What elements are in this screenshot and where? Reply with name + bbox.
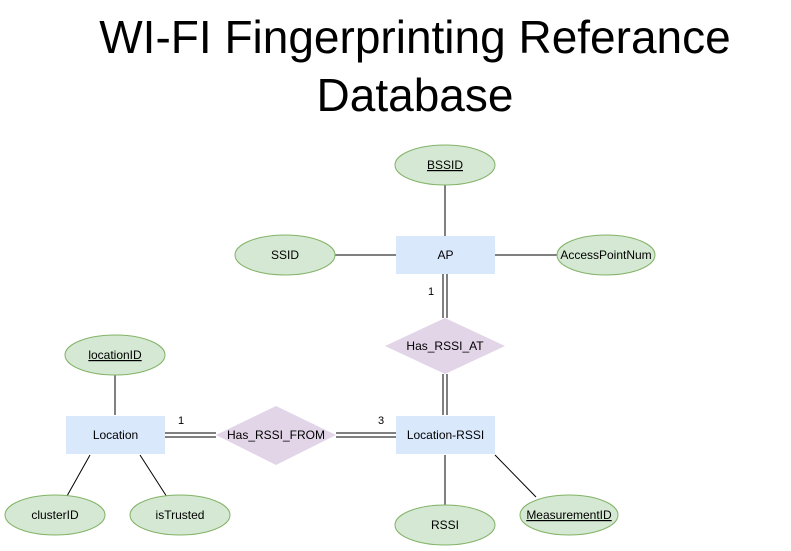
cardinality-location-rssi: 3 (378, 415, 384, 427)
attribute-clusterid-label: clusterID (31, 508, 79, 522)
attribute-clusterid[interactable]: clusterID (4, 494, 106, 536)
attribute-locationid-label: locationID (88, 348, 142, 362)
entity-location-rssi[interactable]: Location-RSSI (396, 416, 495, 454)
istrusted-connector (139, 454, 168, 498)
attribute-accesspointnum[interactable]: AccessPointNum (556, 234, 656, 276)
relationship-has-rssi-at-label: Has_RSSI_AT (406, 339, 484, 353)
attribute-accesspointnum-label: AccessPointNum (560, 248, 651, 262)
cardinality-location: 1 (178, 415, 184, 427)
attribute-measurementid[interactable]: MeasurementID (519, 494, 619, 536)
entity-location-rssi-label: Location-RSSI (407, 428, 484, 442)
relationship-has-rssi-from-diamond (216, 406, 336, 465)
entity-location-rssi-box (396, 416, 495, 454)
attribute-measurementid-ellipse (519, 494, 619, 536)
attribute-clusterid-ellipse (4, 494, 106, 536)
entity-location-box (66, 416, 165, 454)
connector-lines (66, 185, 557, 506)
entity-ap-label: AP (437, 248, 453, 262)
measurementid-connector (494, 454, 537, 498)
attribute-rssi[interactable]: RSSI (394, 504, 496, 546)
attribute-bssid[interactable]: BSSID (394, 144, 496, 186)
attribute-measurementid-label: MeasurementID (526, 508, 612, 522)
attribute-ssid-label: SSID (271, 248, 299, 262)
cardinality-ap: 1 (428, 286, 434, 298)
attribute-istrusted-label: isTrusted (156, 508, 205, 522)
attribute-rssi-ellipse (394, 504, 496, 546)
relationship-has-rssi-from-label: Has_RSSI_FROM (227, 428, 325, 442)
entity-ap-box (396, 236, 495, 274)
relationship-has-rssi-from[interactable]: Has_RSSI_FROM (216, 406, 336, 465)
attribute-istrusted[interactable]: isTrusted (129, 494, 231, 536)
attribute-bssid-label: BSSID (427, 158, 463, 172)
attribute-ssid-ellipse (234, 234, 336, 276)
attribute-locationid[interactable]: locationID (64, 334, 166, 376)
attribute-bssid-ellipse (394, 144, 496, 186)
attribute-ssid[interactable]: SSID (234, 234, 336, 276)
entity-location[interactable]: Location (66, 416, 165, 454)
title-line-2: Database (316, 69, 514, 121)
relationship-has-rssi-at-diamond (385, 318, 505, 374)
entity-ap[interactable]: AP (396, 236, 495, 274)
title-line-1: WI-FI Fingerprinting Referance (99, 11, 731, 63)
clusterid-connector (66, 454, 91, 497)
relationship-has-rssi-at[interactable]: Has_RSSI_AT (385, 318, 505, 374)
attribute-rssi-label: RSSI (431, 518, 459, 532)
attribute-locationid-ellipse (64, 334, 166, 376)
attribute-accesspointnum-ellipse (556, 234, 656, 276)
attribute-istrusted-ellipse (129, 494, 231, 536)
entity-location-label: Location (93, 428, 138, 442)
diagram-title: WI-FI Fingerprinting Referance Database (0, 8, 791, 124)
